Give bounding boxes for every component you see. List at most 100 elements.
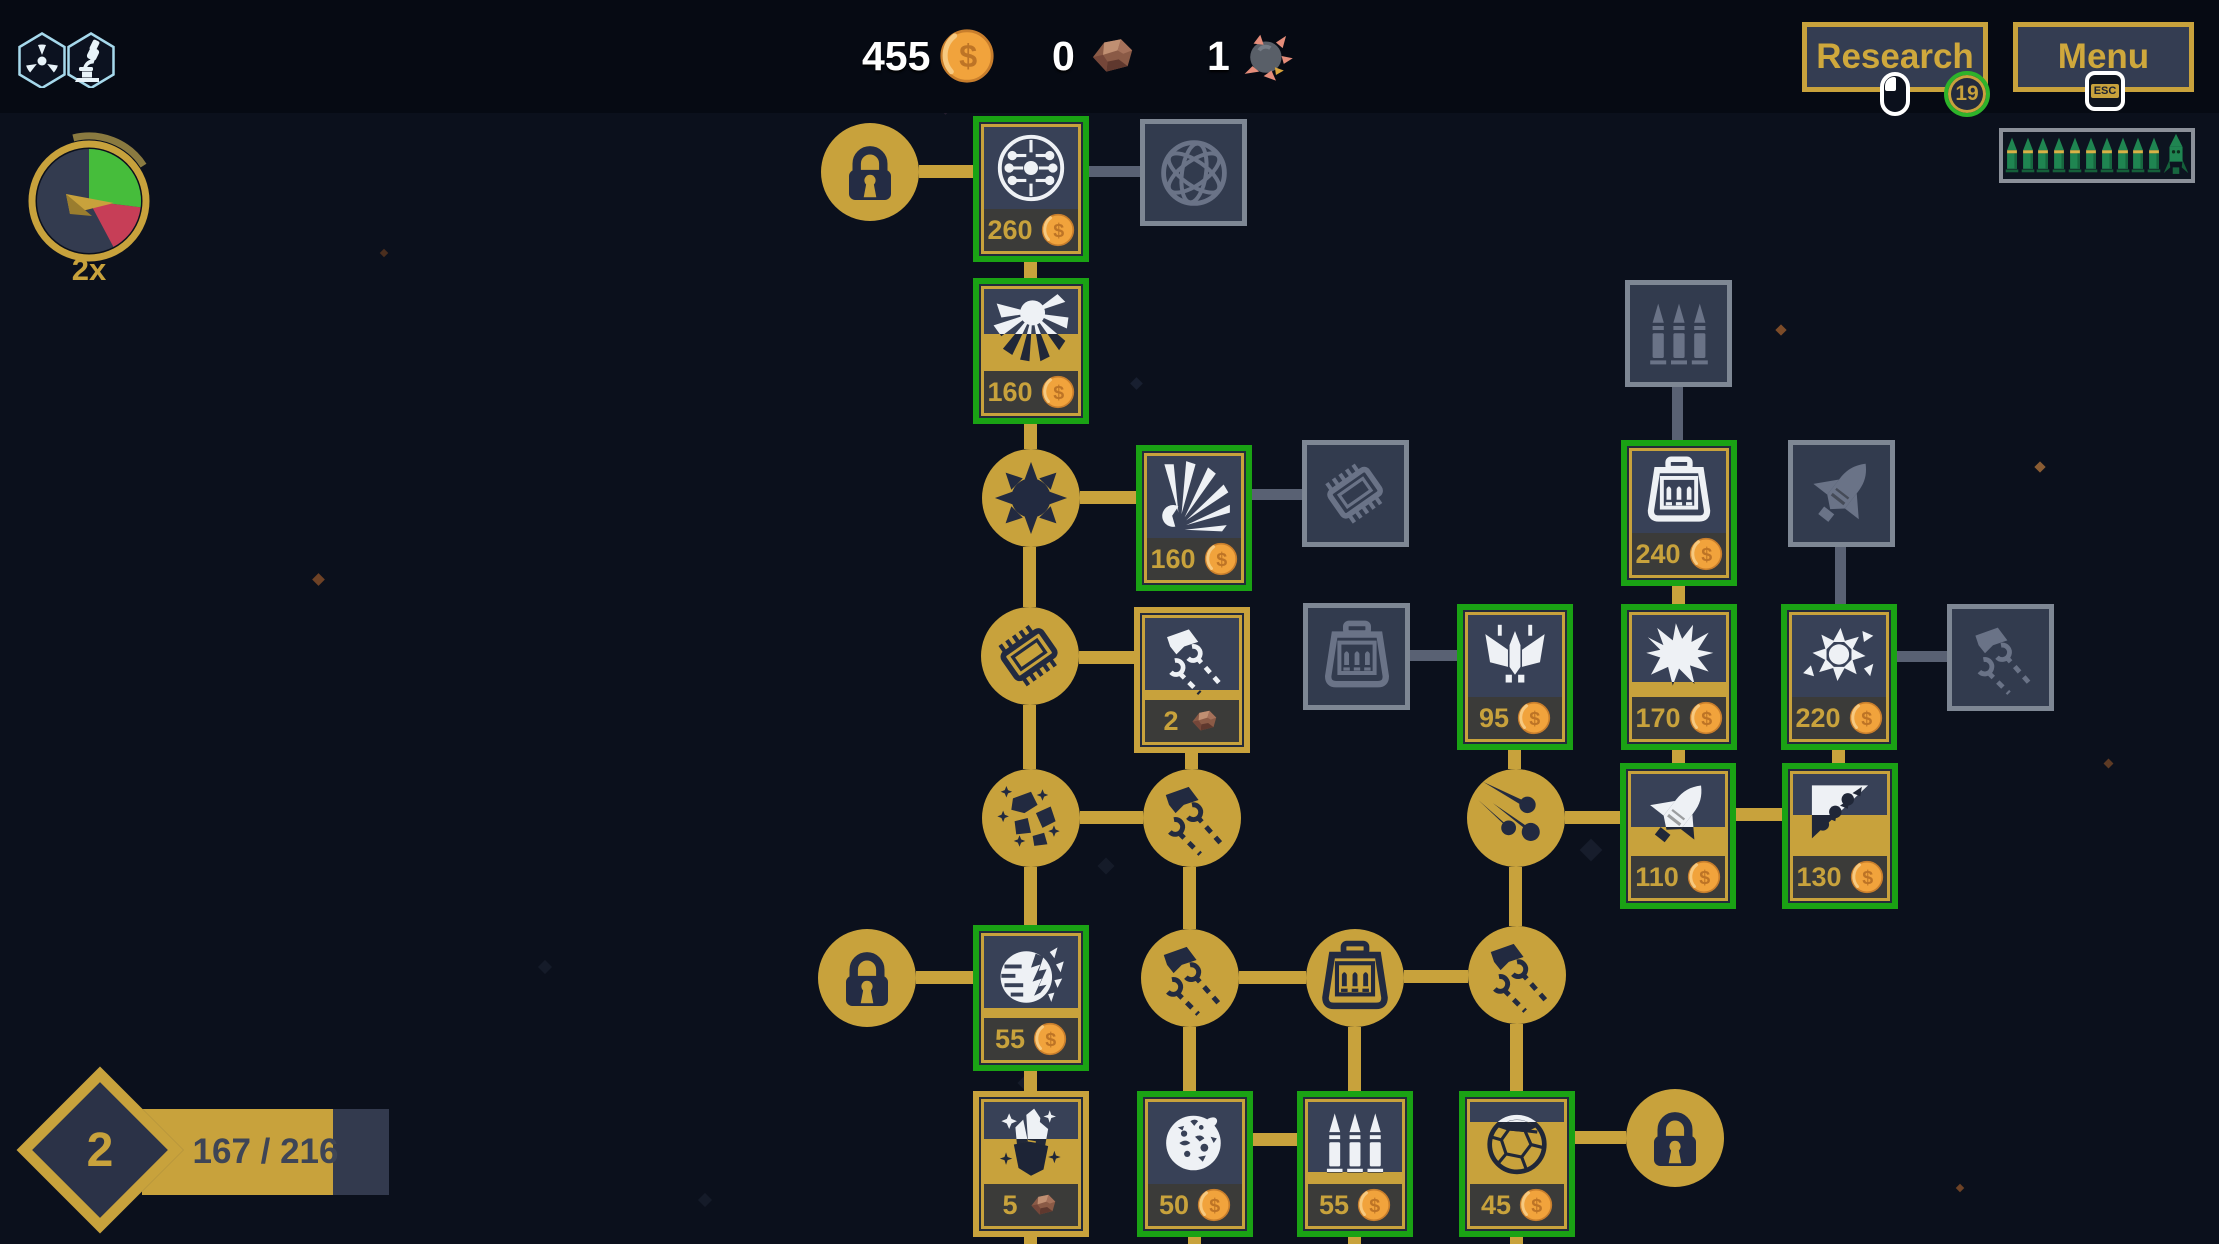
- research-tab-button[interactable]: [66, 26, 116, 90]
- lock-icon: [849, 146, 891, 200]
- ammo-bullet-icon: [2116, 137, 2129, 173]
- tech-node-frame: 45$: [1467, 1099, 1567, 1229]
- dust-particle: [537, 959, 553, 975]
- cost-label: 130: [1796, 861, 1842, 892]
- dust-particle: [1097, 857, 1115, 875]
- cost-bar: 50$: [1148, 1184, 1242, 1226]
- research-progress-fill: [1308, 1172, 1402, 1184]
- research-progress-fill: [1631, 827, 1725, 856]
- tech-node-icon-area: [1632, 615, 1726, 697]
- tree-connector: [1509, 867, 1522, 926]
- tech-node-asteroid[interactable]: 50$: [1137, 1091, 1253, 1237]
- tech-node-blast-fan[interactable]: 160$: [1136, 445, 1252, 591]
- locked-node[interactable]: [821, 123, 919, 221]
- ammo-bullet-icon: [2037, 137, 2050, 173]
- cluster-icon: [1811, 815, 1841, 839]
- repair-dart-icon: [1163, 946, 1222, 1016]
- svg-text:$: $: [1699, 867, 1710, 889]
- tech-node-repair-dart[interactable]: 2: [1134, 607, 1250, 753]
- tech-node-frame: 160$: [1144, 453, 1244, 583]
- cost-label: 160: [987, 376, 1033, 407]
- tech-node-frame: 160$: [981, 286, 1081, 416]
- multiplier-label: 2x: [71, 252, 107, 287]
- locked-node[interactable]: [1626, 1089, 1724, 1187]
- tech-node-sunburst[interactable]: 160$: [973, 278, 1089, 424]
- unavailable-node-missile[interactable]: [1788, 440, 1895, 547]
- research-progress-fill: [1632, 682, 1726, 697]
- research-progress-fill: [984, 1139, 1078, 1184]
- missile-icon: [1654, 827, 1702, 843]
- repair-dart-icon: [1193, 690, 1202, 695]
- tech-node-cluster[interactable]: 130$: [1782, 763, 1898, 909]
- unavailable-node-globe[interactable]: [1140, 119, 1247, 226]
- researched-node-chip[interactable]: [981, 607, 1079, 705]
- tech-node-frame: 170$: [1629, 612, 1729, 742]
- researched-node-repair-dart[interactable]: [1143, 769, 1241, 867]
- unavailable-node-chip[interactable]: [1302, 440, 1409, 547]
- researched-node-mine-star[interactable]: [982, 449, 1080, 547]
- meteorite-icon: [1030, 1194, 1055, 1215]
- tech-node-blast-burst[interactable]: 170$: [1621, 604, 1737, 750]
- meteorite-icon: [1084, 28, 1140, 84]
- research-progress-fill: [1145, 690, 1239, 700]
- shatter-planet-icon: [992, 1008, 1070, 1016]
- coin-icon: $: [1357, 1188, 1391, 1222]
- tech-node-shatter-planet[interactable]: 55$: [973, 925, 1089, 1071]
- meteorite-counter: 0: [1052, 28, 1140, 84]
- bullets-icon: [1649, 303, 1708, 364]
- tree-connector: [1835, 546, 1846, 604]
- dust-particle: [1775, 324, 1787, 336]
- level-progress-label: 167 / 216: [192, 1132, 339, 1171]
- cost-label: 220: [1795, 702, 1841, 733]
- unavailable-node-repair-dart[interactable]: [1947, 604, 2054, 711]
- svg-text:$: $: [1216, 549, 1227, 571]
- researched-node-repair-dart[interactable]: [1468, 926, 1566, 1024]
- tech-node-icon-area: [1632, 451, 1726, 533]
- researched-node-repair-dart[interactable]: [1141, 929, 1239, 1027]
- tech-node-frame: 55$: [1305, 1099, 1405, 1229]
- svg-text:$: $: [1053, 220, 1064, 242]
- repair-dart-icon: [1165, 786, 1224, 856]
- tree-connector: [1023, 705, 1036, 769]
- tree-connector: [1188, 1237, 1201, 1244]
- saw-shatter-icon: [1803, 627, 1874, 681]
- level-number: 2: [86, 1123, 114, 1177]
- tech-node-frame: 2: [1142, 615, 1242, 745]
- tech-node-frame: 55$: [981, 933, 1081, 1063]
- tech-node-crystal[interactable]: 5: [973, 1091, 1089, 1237]
- tree-connector: [1183, 1027, 1196, 1091]
- gold-counter: 455 $: [862, 28, 995, 84]
- cost-bar: 95$: [1468, 697, 1562, 739]
- dust-particle: [697, 1192, 713, 1208]
- tech-node-cracked-sphere[interactable]: 45$: [1459, 1091, 1575, 1237]
- ammo-crate-icon: [1647, 456, 1711, 522]
- cost-label: 260: [987, 214, 1033, 245]
- unavailable-node-bullets[interactable]: [1625, 280, 1732, 387]
- research-progress-fill: [984, 1008, 1078, 1018]
- microscope-hex-icon: [67, 32, 115, 90]
- tech-node-drone-ship[interactable]: 95$: [1457, 604, 1573, 750]
- tech-node-icon-area: [984, 936, 1078, 1018]
- unavailable-node-ammo-crate[interactable]: [1303, 603, 1410, 710]
- tree-connector: [1672, 386, 1683, 440]
- locked-node[interactable]: [818, 929, 916, 1027]
- tech-node-bullets[interactable]: 55$: [1297, 1091, 1413, 1237]
- cost-label: 55: [1318, 1189, 1350, 1220]
- tech-node-saw-shatter[interactable]: 220$: [1781, 604, 1897, 750]
- tree-connector: [1024, 1071, 1037, 1091]
- tech-node-icon-area: [1631, 774, 1725, 856]
- tech-node-ammo-crate[interactable]: 240$: [1621, 440, 1737, 586]
- tech-node-icon-area: [1470, 1102, 1564, 1184]
- tech-node-missile[interactable]: 110$: [1620, 763, 1736, 909]
- cost-bar: 170$: [1632, 697, 1726, 739]
- researched-node-ammo-crate[interactable]: [1306, 929, 1404, 1027]
- tree-connector: [1089, 166, 1140, 177]
- researched-node-comets[interactable]: [1467, 769, 1565, 867]
- svg-text:$: $: [1045, 1029, 1056, 1051]
- cost-bar: 5: [984, 1184, 1078, 1226]
- coin-icon: $: [939, 28, 995, 84]
- nuke-tab-button[interactable]: [17, 26, 67, 90]
- tech-node-circuit-orb[interactable]: 260 $: [973, 116, 1089, 262]
- researched-node-spark-rock[interactable]: [982, 769, 1080, 867]
- tree-connector: [1024, 1237, 1037, 1244]
